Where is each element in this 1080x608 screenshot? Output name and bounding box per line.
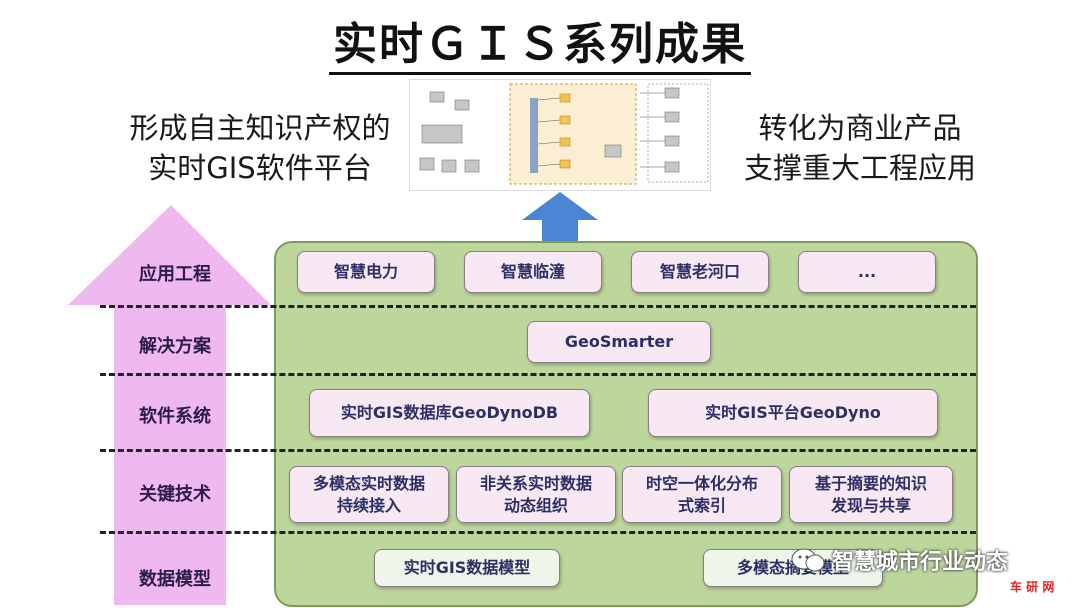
left-caption-line-2: 实时GIS软件平台 [148,151,372,185]
left-caption: 形成自主知识产权的 实时GIS软件平台 [100,108,420,188]
box-smart-power: 智慧电力 [297,251,435,293]
wechat-icon [791,548,825,572]
box-smart-lintong: 智慧临潼 [464,251,602,293]
watermark: 智慧城市行业动态 [790,540,1060,580]
watermark-text: 智慧城市行业动态 [832,550,1009,575]
right-caption-line-2: 支撑重大工程应用 [743,151,976,185]
box-spatiotemporal-index: 时空一体化分布 式索引 [622,466,782,523]
layer-label-data-model: 数据模型 [139,569,211,590]
layer-divider [100,373,976,376]
box-geodynodb: 实时GIS数据库GeoDynoDB [309,389,590,437]
box-more: ... [798,251,936,293]
layer-divider [100,531,976,534]
box-multimodal-ingest: 多模态实时数据 持续接入 [289,466,449,523]
box-smart-laohekou: 智慧老河口 [631,251,769,293]
layer-divider [100,449,976,452]
page-title: 实时ＧＩＳ系列成果 [0,8,1080,75]
layer-label-key-tech: 关键技术 [139,484,211,505]
right-caption-line-1: 转化为商业产品 [758,111,962,145]
layer-label-software: 软件系统 [139,406,211,427]
watermark-small: 车 研 网 [1010,580,1055,594]
up-arrow-blue [522,192,598,244]
left-caption-line-1: 形成自主知识产权的 [129,111,391,145]
box-realtime-gis-model: 实时GIS数据模型 [374,549,560,587]
layer-label-solution: 解决方案 [139,336,211,357]
layer-label-application: 应用工程 [139,264,211,285]
box-nonrelational-org: 非关系实时数据 动态组织 [456,466,616,523]
layer-divider [100,305,976,308]
right-caption: 转化为商业产品 支撑重大工程应用 [715,108,1005,188]
architecture-thumbnail [410,80,710,190]
box-geodyno: 实时GIS平台GeoDyno [648,389,938,437]
box-geosmarter: GeoSmarter [527,321,711,363]
box-summary-knowledge: 基于摘要的知识 发现与共享 [789,466,953,523]
